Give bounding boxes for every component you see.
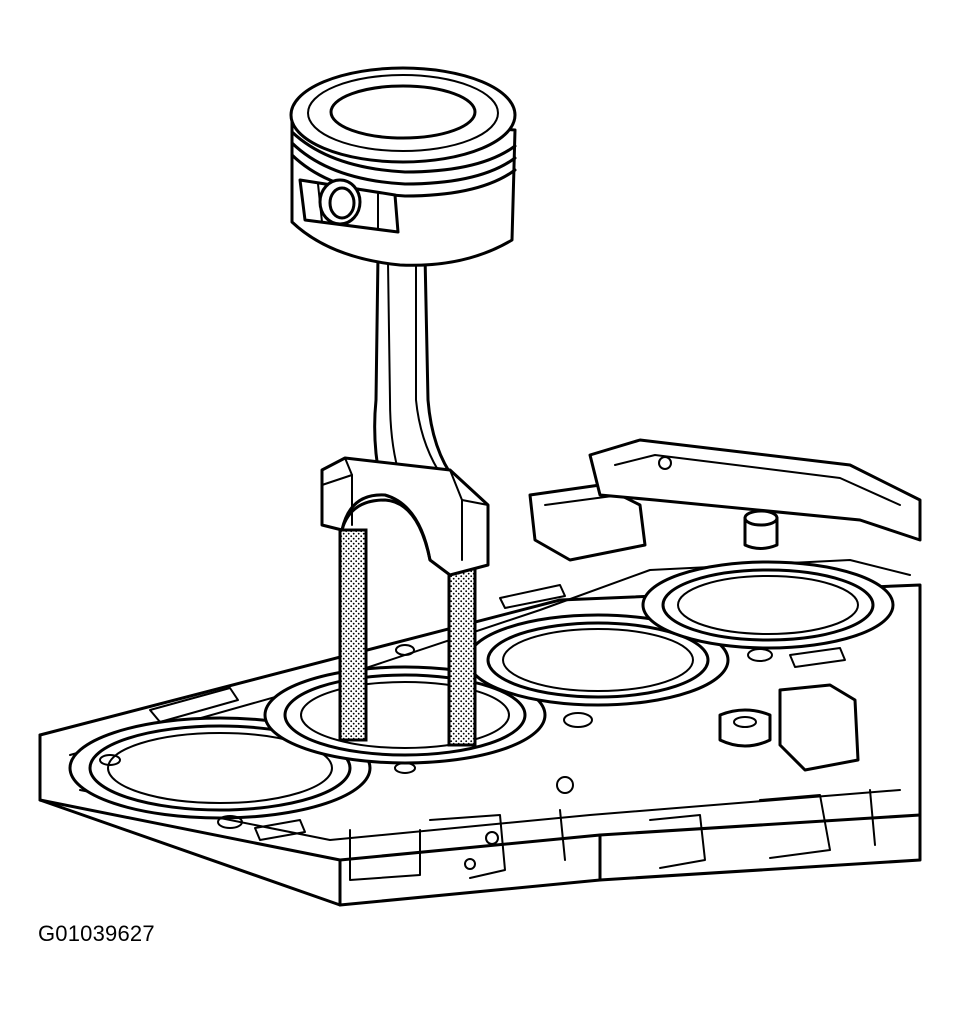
piston [289,66,517,267]
rod-bolt-sleeve-left [338,528,368,742]
rod-bolt-sleeve-right [447,563,477,747]
gasket-holes [99,584,846,841]
figure-id-label: G01039627 [38,921,155,946]
cylinder-bore-4 [641,560,895,650]
connecting-rod [320,253,490,577]
